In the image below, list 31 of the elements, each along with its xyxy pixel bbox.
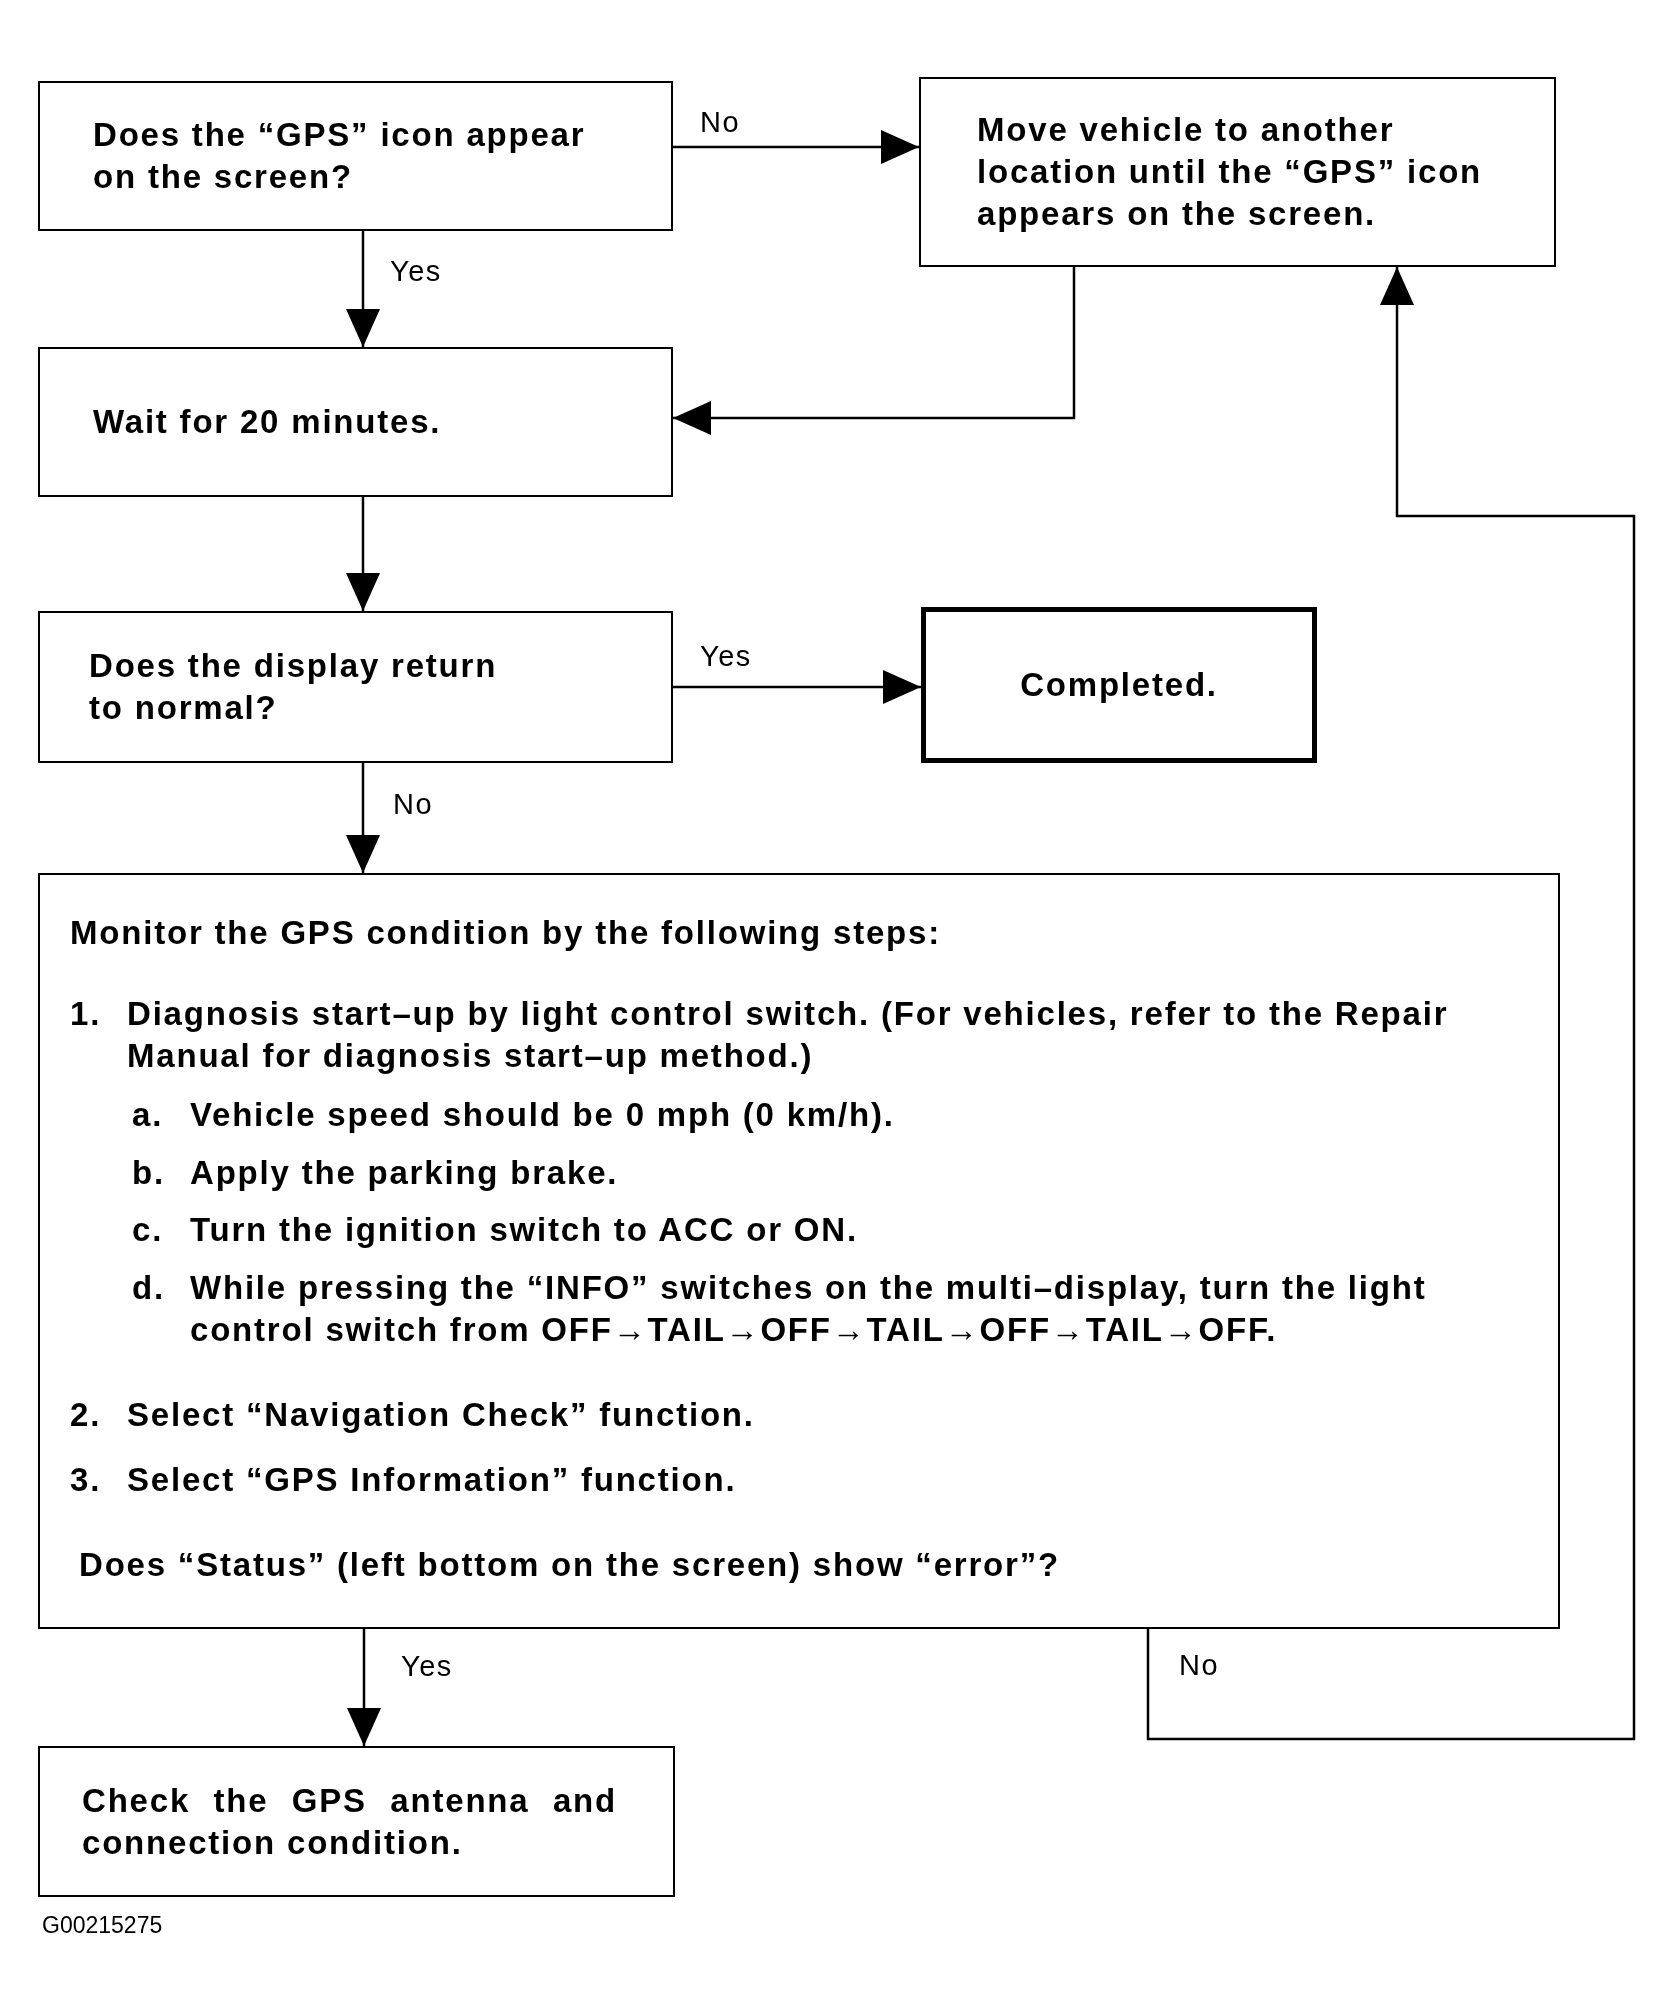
process-box [38,873,1560,1629]
instruction-text: Check the GPS antenna and connection condition. [82,1780,617,1863]
step-text: 1. Diagnosis start–up by light control switch. (For vehicles, refer to the Repair Manual for diagnosis start–up method.) [70,994,1450,1076]
step-text: 3. Select “GPS Information” function. [70,1460,738,1500]
step-text: d. While pressing the “INFO” switches on the multi–display, turn the light control switch from OFF→TAIL→OFF→TAIL→OFF→TAIL→OFF. [132,1268,1428,1350]
step-text: a. Vehicle speed should be 0 mph (0 km/h). [132,1095,896,1135]
question-text: Does “Status” (left bottom on the screen) show “error”? [79,1545,1061,1585]
arrow [346,497,380,611]
step-text: b. Apply the parking brake. [132,1153,620,1193]
figure-code: G00215275 [42,1911,163,1939]
arrow [347,1629,381,1746]
instruction-text: Wait for 20 minutes. [93,402,443,442]
arrow [673,670,921,704]
step-text: c. Turn the ignition switch to ACC or ON. [132,1210,859,1250]
decision-box [38,611,673,763]
decision-box [38,81,673,231]
step-text: 2. Select “Navigation Check” function. [70,1395,756,1435]
process-box [38,347,673,497]
arrow [673,130,919,164]
arrow [346,231,380,347]
arrow [673,267,1076,435]
end-box [921,607,1317,763]
arrow [346,763,380,873]
process-box [38,1746,675,1897]
question-text: Does the “GPS” icon appear on the screen? [93,115,587,197]
result-text: Completed. [1020,665,1218,705]
instruction-text: Move vehicle to another location until the “GPS” icon appears on the screen. [977,110,1484,234]
arrow [1146,267,1636,1741]
instruction-heading: Monitor the GPS condition by the following steps: [70,913,942,953]
question-text: Does the display return to normal? [89,646,499,728]
process-box [919,77,1556,267]
